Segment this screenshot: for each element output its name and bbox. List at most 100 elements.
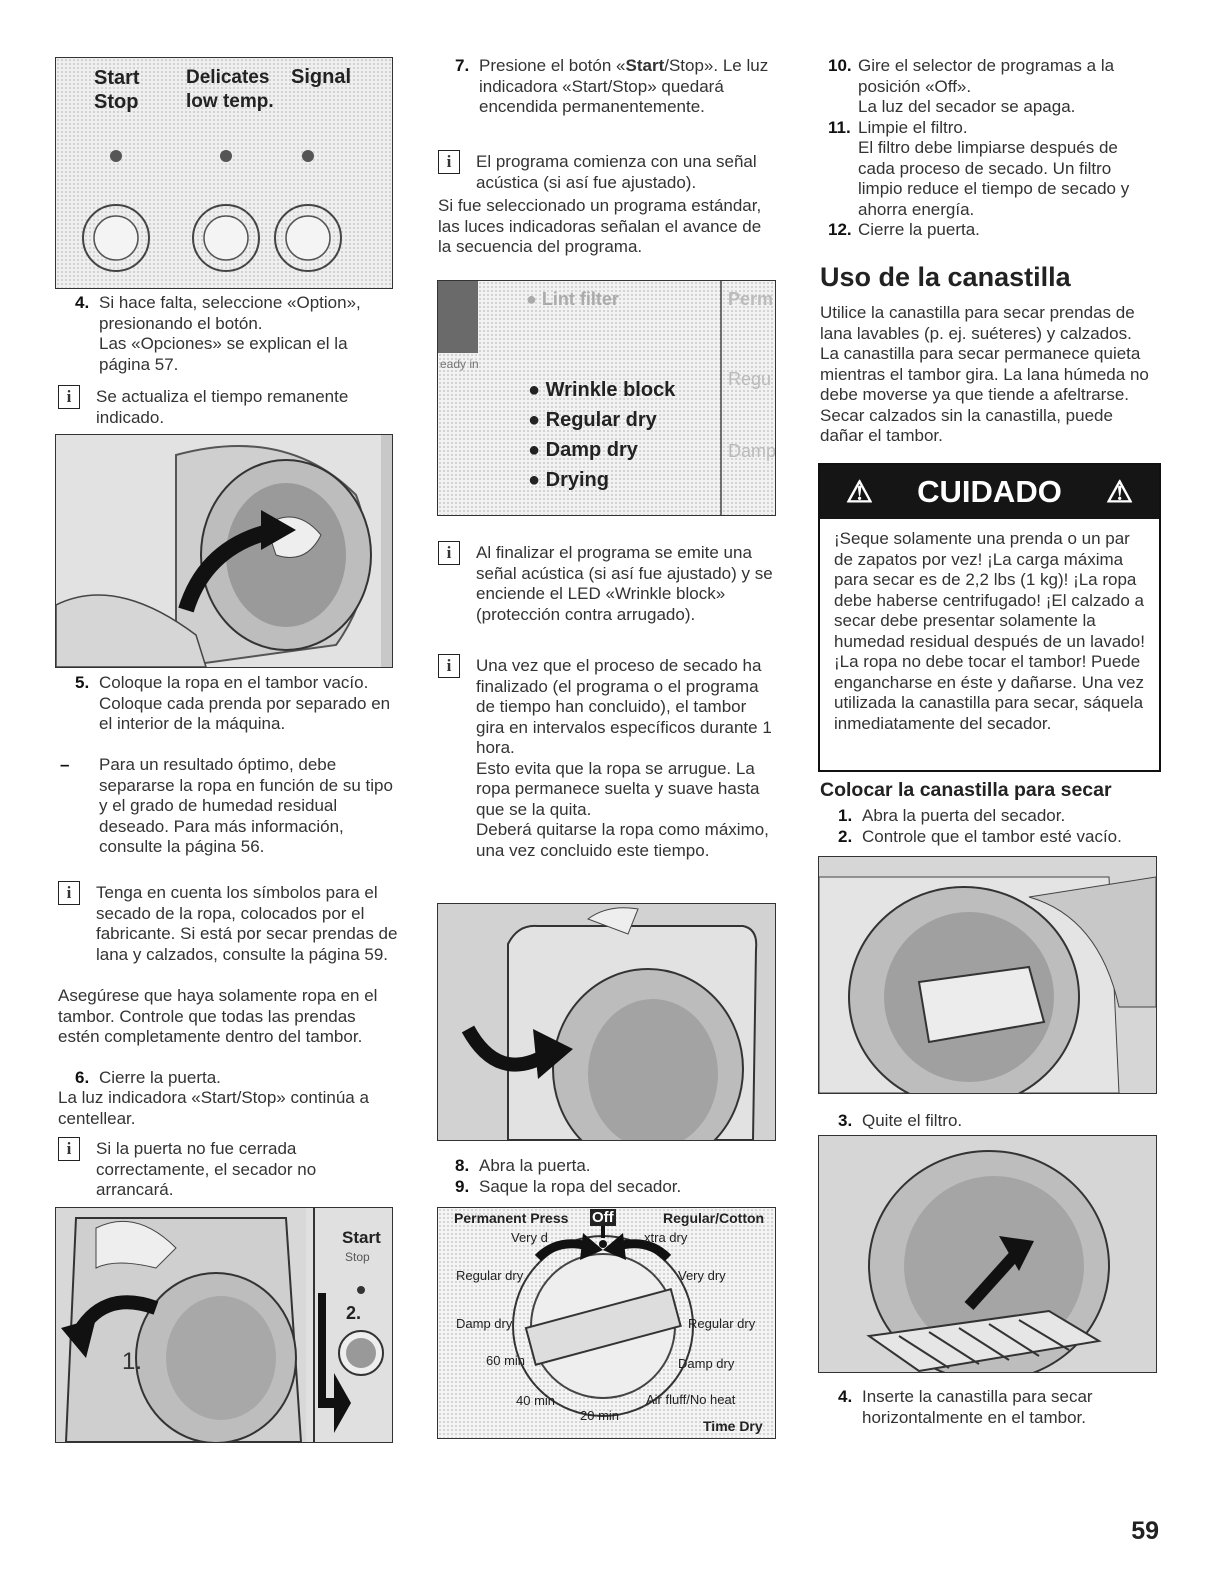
step-5-text: Coloque la ropa en el tambor vacío. Colo… (99, 673, 391, 733)
step-6-number: 6. (75, 1068, 90, 1087)
step-11-number: 11. (828, 117, 851, 137)
damp-dry-led: ● Damp dry (528, 439, 638, 461)
basket-step-1-number: 1. (838, 806, 853, 825)
panel-low-temp-label: low temp. (186, 91, 274, 112)
step-4-text: Si hace falta, seleccione «Option», pres… (99, 293, 361, 333)
info-text-door-not-closed: Si la puerta no fue cerrada correctament… (96, 1139, 317, 1199)
dial-damp-dry-left: Damp dry (456, 1316, 513, 1331)
close-door-illustration: Start Stop 2. 1. (55, 1207, 393, 1443)
regular-dry-led: ● Regular dry (528, 409, 657, 431)
dial-time-dry: Time Dry (703, 1418, 763, 1434)
regu-label: Regu (728, 369, 772, 389)
step-11-text: Limpie el filtro. (858, 117, 968, 137)
caution-header: ⚠ CUIDADO ⚠ (820, 465, 1159, 519)
figure-step-2-label: 2. (346, 1303, 362, 1323)
step-10-number: 10. (828, 56, 852, 75)
dial-40-min: 40 min (516, 1393, 556, 1408)
perm-label: Perm (728, 289, 774, 309)
info-icon: i (58, 1137, 80, 1161)
info-text-no-wrinkle: Esto evita que la ropa se arrugue. La ro… (476, 758, 760, 819)
subsection-heading: Colocar la canastilla para secar (820, 779, 1112, 801)
empty-drum-illustration (818, 856, 1157, 1094)
step-5-number: 5. (75, 673, 90, 692)
dial-permanent-press: Permanent Press (454, 1210, 569, 1226)
step-7-text-pre: Presione el botón « (479, 56, 626, 75)
open-door-illustration (437, 903, 776, 1141)
step-7-text-bold: Start (625, 56, 665, 75)
basket-step-2-number: 2. (838, 826, 853, 846)
step-12-text: Cierre la puerta. (858, 220, 980, 239)
step-12-number: 12. (828, 220, 852, 239)
dial-60-min: 60 min (486, 1353, 526, 1368)
info-text-acoustic-start: El programa comienza con una señal acúst… (476, 152, 757, 192)
info-icon: i (438, 654, 460, 678)
loading-laundry-illustration (55, 434, 393, 668)
panel-signal-label: Signal (291, 66, 352, 88)
step-8-number: 8. (455, 1156, 470, 1175)
dial-20-min: 20 min (580, 1408, 620, 1423)
standard-program-paragraph: Si fue seleccionado un programa estándar… (438, 196, 762, 256)
step-11-note: El filtro debe limpiarse después de cada… (858, 138, 1130, 219)
page-number: 59 (1131, 1517, 1159, 1545)
info-icon: i (438, 150, 460, 174)
step-9-text: Saque la ropa del secador. (479, 1176, 682, 1196)
step-4-number: 4. (75, 293, 90, 312)
ready-in-label: eady in (440, 357, 479, 371)
figure-stop-label: Stop (345, 1250, 370, 1264)
dial-off: Off (590, 1209, 616, 1226)
panel-delicates-label: Delicates (186, 67, 270, 88)
panel-start-label: Start (94, 67, 140, 89)
figure-step-1-label: 1. (122, 1348, 143, 1375)
step-4-note: Las «Opciones» se explican el la página … (99, 334, 348, 374)
section-heading: Uso de la canastilla (820, 262, 1071, 292)
warning-triangle-icon: ⚠ (1106, 475, 1133, 509)
dial-very-dry-left: Very d (511, 1230, 548, 1245)
info-text-drum-intervals: Una vez que el proceso de secado ha fina… (476, 656, 772, 757)
check-drum-paragraph: Asegúrese que haya solamente ropa en el … (58, 986, 378, 1046)
caution-box: ⚠ CUIDADO ⚠ ¡Seque solamente una prenda … (818, 463, 1161, 772)
caution-title: CUIDADO (917, 474, 1062, 509)
info-text-program-end: Al finalizar el programa se emite una se… (476, 543, 773, 624)
figure-start-label: Start (342, 1228, 381, 1247)
basket-intro-paragraph: Utilice la canastilla para secar prendas… (820, 303, 1149, 445)
info-icon: i (58, 385, 80, 409)
insert-basket-illustration (818, 1135, 1157, 1373)
info-icon: i (58, 881, 80, 905)
lint-filter-label: ● Lint filter (526, 289, 619, 309)
step-10-note: La luz del secador se apaga. (858, 97, 1076, 116)
dial-regular-dry-right: Regular dry (688, 1316, 756, 1331)
damp-label-right: Damp (728, 441, 776, 461)
start-stop-blinking-text: La luz indicadora «Start/Stop» continúa … (58, 1088, 369, 1128)
warning-triangle-icon: ⚠ (846, 475, 873, 509)
basket-step-4-text: Inserte la canastilla para secar horizon… (862, 1387, 1093, 1427)
dial-damp-dry-right: Damp dry (678, 1356, 735, 1371)
drying-led: ● Drying (528, 469, 609, 491)
step-8-text: Abra la puerta. (479, 1156, 591, 1175)
sorting-tip-text: Para un resultado óptimo, debe separarse… (99, 755, 393, 856)
basket-step-3-number: 3. (838, 1111, 853, 1130)
info-icon: i (438, 541, 460, 565)
wrinkle-block-led: ● Wrinkle block (528, 379, 676, 401)
basket-step-2-text: Controle que el tambor esté vacío. (862, 826, 1122, 846)
caution-text: ¡Seque solamente una prenda o un par de … (834, 529, 1145, 733)
step-6-text: Cierre la puerta. (99, 1068, 221, 1087)
basket-step-3-text: Quite el filtro. (862, 1111, 963, 1130)
info-text-remaining-time: Se actualiza el tiempo remanente indicad… (96, 387, 349, 427)
dash-bullet: – (60, 755, 70, 774)
program-dial-illustration: Permanent Press Off Regular/Cotton Very … (437, 1207, 776, 1439)
info-text-remove-laundry: Deberá quitarse la ropa como máximo, una… (476, 820, 769, 860)
panel-buttons-graphic (82, 150, 342, 272)
info-text-care-symbols: Tenga en cuenta los símbolos para el sec… (96, 883, 398, 964)
progress-panel-illustration: ● Lint filter eady in Perm Regu Damp ● W… (437, 280, 776, 516)
panel-stop-label: Stop (94, 91, 139, 113)
basket-step-4-number: 4. (838, 1387, 853, 1406)
step-7-text-post: /Stop». Le luz indicadora «Start/Stop» q… (479, 56, 769, 116)
step-9-number: 9. (455, 1176, 470, 1196)
dial-very-dry-right: Very dry (678, 1268, 726, 1283)
step-7-number: 7. (455, 56, 470, 75)
dial-regular-cotton: Regular/Cotton (663, 1210, 765, 1226)
dial-regular-dry-left: Regular dry (456, 1268, 524, 1283)
control-panel-illustration: Start Stop Delicates low temp. Signal (55, 57, 393, 289)
basket-step-1-text: Abra la puerta del secador. (862, 806, 1066, 825)
dial-extra-dry: xtra dry (644, 1230, 688, 1245)
